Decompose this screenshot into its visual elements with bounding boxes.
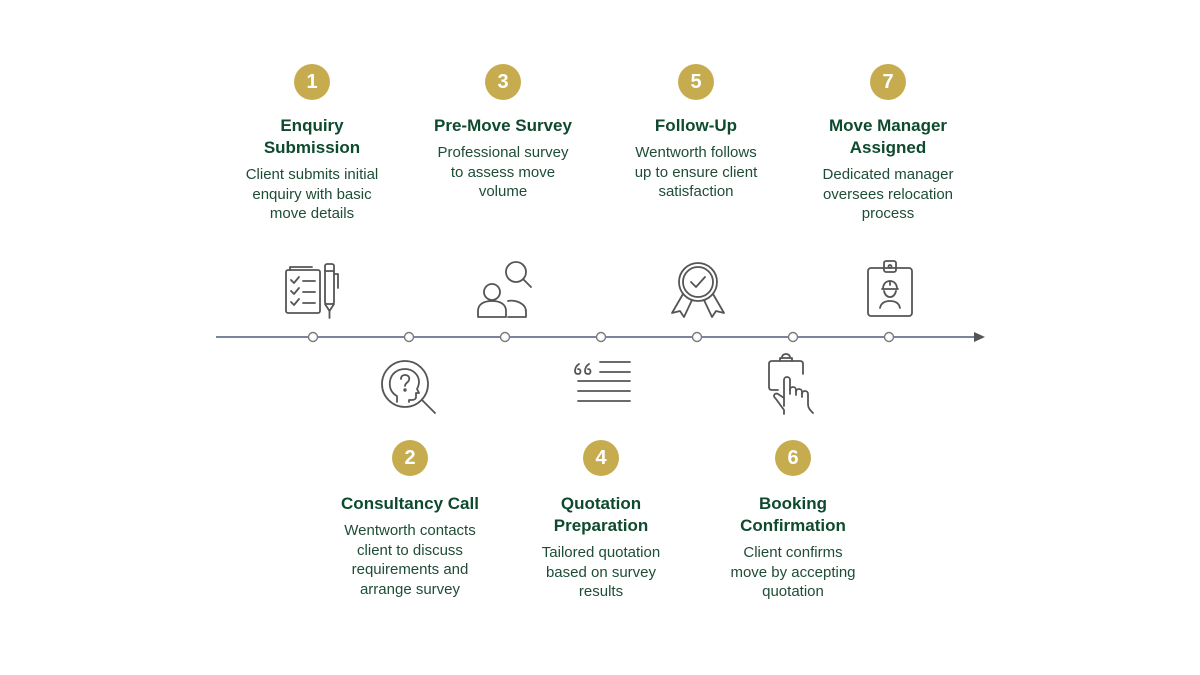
- timeline-node-4: [595, 331, 607, 343]
- step-title: Quotation Preparation: [553, 494, 649, 535]
- step-7: 7 Move Manager Assigned Dedicated manage…: [793, 64, 983, 224]
- checklist-pen-icon: [285, 263, 339, 319]
- step-title: Consultancy Call: [341, 494, 479, 513]
- step-title: Pre-Move Survey: [434, 116, 572, 135]
- step-number-badge: 3: [485, 64, 521, 100]
- step-2: 2 Consultancy Call Wentworth contacts cl…: [315, 440, 505, 599]
- id-badge-icon: [867, 260, 913, 317]
- step-4: 4 Quotation Preparation Tailored quotati…: [506, 440, 696, 602]
- step-1: 1 Enquiry Submission Client submits init…: [217, 64, 407, 224]
- step-6: 6 Booking Confirmation Client confirms m…: [698, 440, 888, 602]
- award-badge-check-icon: [671, 262, 725, 318]
- step-number-badge: 7: [870, 64, 906, 100]
- head-question-magnifier-icon: [381, 360, 436, 414]
- step-title: Follow-Up: [654, 116, 738, 135]
- people-search-icon: [477, 261, 532, 318]
- step-description: Tailored quotation based on survey resul…: [541, 544, 661, 600]
- step-description: Professional survey to assess move volum…: [437, 144, 569, 200]
- step-number-badge: 4: [583, 440, 619, 476]
- step-description: Client submits initial enquiry with basi…: [245, 166, 379, 222]
- timeline-node-5: [691, 331, 703, 343]
- timeline-node-6: [787, 331, 799, 343]
- step-description: Dedicated manager oversees relocation pr…: [822, 166, 954, 222]
- quote-text-icon: [574, 361, 631, 402]
- step-3: 3 Pre-Move Survey Professional survey to…: [408, 64, 598, 202]
- timeline-arrowhead: [974, 332, 985, 342]
- step-number-badge: 6: [775, 440, 811, 476]
- timeline-node-7: [883, 331, 895, 343]
- step-number-badge: 5: [678, 64, 714, 100]
- step-description: Client confirms move by accepting quotat…: [730, 544, 856, 600]
- step-description: Wentworth contacts client to discuss req…: [344, 522, 476, 598]
- hand-tap-clipboard-icon: [768, 353, 814, 415]
- timeline-node-3: [499, 331, 511, 343]
- step-title: Enquiry Submission: [263, 116, 361, 157]
- step-number-badge: 1: [294, 64, 330, 100]
- step-title: Booking Confirmation: [740, 494, 846, 535]
- timeline-node-1: [307, 331, 319, 343]
- step-title: Move Manager Assigned: [828, 116, 948, 157]
- step-description: Wentworth follows up to ensure client sa…: [634, 144, 758, 200]
- timeline-node-2: [403, 331, 415, 343]
- step-5: 5 Follow-Up Wentworth follows up to ensu…: [601, 64, 791, 202]
- step-number-badge: 2: [392, 440, 428, 476]
